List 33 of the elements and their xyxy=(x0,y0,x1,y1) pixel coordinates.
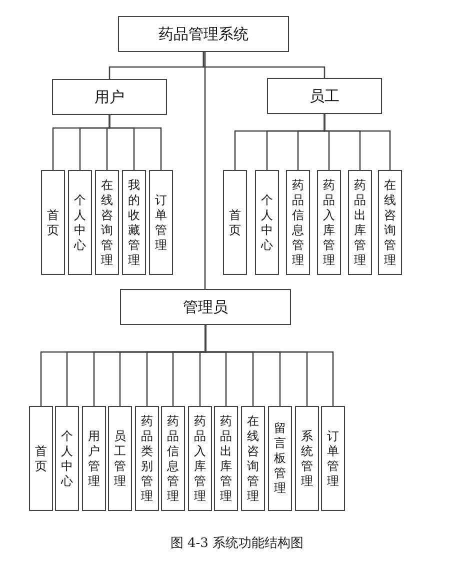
module-box: 首页 xyxy=(223,170,247,275)
module-box: 药品类别管理 xyxy=(135,406,159,511)
connector-line xyxy=(108,115,162,170)
module-box: 我的收藏管理 xyxy=(122,170,146,275)
module-box: 订单管理 xyxy=(149,170,173,275)
module-box: 留言板管理 xyxy=(268,406,292,511)
module-box: 系统管理 xyxy=(295,406,319,511)
module-box: 首页 xyxy=(41,170,65,275)
connector-line xyxy=(324,114,391,170)
connector-line xyxy=(204,325,334,406)
module-box: 药品出库管理 xyxy=(214,406,238,511)
connector-line xyxy=(204,52,206,289)
module-box: 在线咨询管理 xyxy=(95,170,119,275)
role-box: 管理员 xyxy=(120,289,291,325)
module-box: 在线咨询管理 xyxy=(378,170,402,275)
module-box: 个人中心 xyxy=(55,406,79,511)
module-box: 用户管理 xyxy=(82,406,106,511)
module-box: 药品入库管理 xyxy=(317,170,341,275)
connector-line xyxy=(202,52,326,78)
role-box: 药品管理系统 xyxy=(118,16,289,52)
role-box: 员工 xyxy=(267,78,382,114)
module-box: 药品信息管理 xyxy=(161,406,185,511)
module-box: 个人中心 xyxy=(255,170,279,275)
module-box: 药品入库管理 xyxy=(188,406,212,511)
role-box: 用户 xyxy=(52,79,167,115)
module-box: 药品出库管理 xyxy=(348,170,372,275)
figure-caption: 图 4-3 系统功能结构图 xyxy=(169,535,305,552)
module-box: 员工管理 xyxy=(108,406,132,511)
module-box: 药品信息管理 xyxy=(286,170,310,275)
module-box: 个人中心 xyxy=(68,170,92,275)
module-box: 在线咨询管理 xyxy=(241,406,265,511)
module-box: 首页 xyxy=(29,406,53,511)
module-box: 订单管理 xyxy=(321,406,345,511)
